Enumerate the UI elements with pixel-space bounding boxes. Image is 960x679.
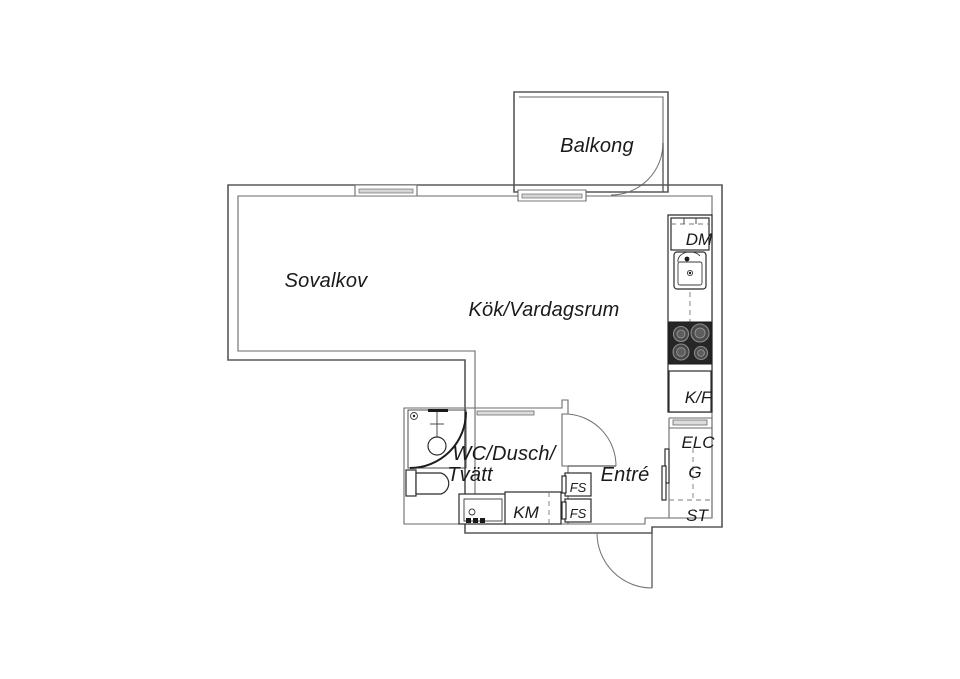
washing-machine-dial xyxy=(468,508,476,516)
kitchen-living-label: Kök/Vardagsrum xyxy=(468,299,619,321)
wash-basin xyxy=(427,409,448,456)
fs-upper-label: FS xyxy=(570,480,587,495)
fridge-freezer-unit xyxy=(668,370,712,413)
bathroom-label-line2: Tvätt xyxy=(447,464,494,486)
fridge-freezer-label: K/F xyxy=(685,388,713,407)
toilet-bowl xyxy=(415,472,450,495)
wm-foot-left xyxy=(466,518,471,523)
bathroom-group: KM xyxy=(403,399,617,525)
balcony-outer-wall xyxy=(513,91,669,193)
shower-drain xyxy=(410,412,418,420)
balcony-group xyxy=(513,91,669,196)
entre-label: Entré xyxy=(601,464,650,486)
hall-closet-header xyxy=(668,417,713,428)
toilet-cistern xyxy=(405,469,417,497)
burner-front-right-inner xyxy=(697,349,705,357)
shower-drain-dot xyxy=(412,414,416,418)
toilet xyxy=(405,469,450,497)
entry-door-arc xyxy=(596,532,653,589)
window-left-bar xyxy=(358,188,414,194)
fs-lower-label: FS xyxy=(570,506,587,521)
dishwasher-unit xyxy=(670,217,710,251)
g-label: G xyxy=(688,463,701,482)
kitchen-sink xyxy=(673,251,707,290)
fs-upper-door xyxy=(561,475,567,494)
fs-lower-door xyxy=(561,501,567,520)
building-outer-wall xyxy=(227,184,723,534)
sink-faucet xyxy=(684,256,690,262)
windows-group xyxy=(354,184,587,202)
entry-door-group xyxy=(596,532,653,589)
closet-door-panel-lower xyxy=(661,465,667,501)
burner-back-right-inner xyxy=(694,327,706,339)
window-right-bar xyxy=(521,193,583,199)
shower-curtain-arc xyxy=(409,411,467,469)
hall-closet-shelf xyxy=(672,419,708,426)
balcony-door-arc xyxy=(610,142,664,196)
bathroom-label-line1: WC/Dusch/ xyxy=(453,443,558,465)
burner-back-left-inner xyxy=(676,329,686,339)
elc-label: ELC xyxy=(681,433,715,452)
window-left-jambs xyxy=(354,185,418,196)
basin-counter xyxy=(428,409,448,412)
sink-drainer xyxy=(677,251,701,263)
st-label: ST xyxy=(686,506,709,525)
fs-closets-group: FS FS xyxy=(561,472,592,523)
bathroom-door-arc xyxy=(567,413,617,467)
km-cabinet: KM xyxy=(504,491,562,525)
washing-machine xyxy=(458,493,508,525)
km-body xyxy=(504,491,562,525)
window-right-jambs xyxy=(517,190,587,201)
room-labels-group: Balkong Sovalkov Kök/Vardagsrum WC/Dusch… xyxy=(285,135,650,486)
burner-front-left-inner xyxy=(676,347,686,357)
sink-drain-dot xyxy=(688,271,692,275)
km-label: KM xyxy=(513,503,539,522)
sovalkov-label: Sovalkov xyxy=(285,270,369,292)
wm-foot-right xyxy=(480,518,485,523)
kitchen-column-group: DM xyxy=(667,214,713,413)
dishwasher-dividers xyxy=(683,218,697,224)
bathroom-shelf xyxy=(476,410,535,416)
dishwasher-label: DM xyxy=(686,230,713,249)
sink-basin xyxy=(677,261,703,286)
window-right xyxy=(517,189,587,202)
balcony-label: Balkong xyxy=(560,135,634,157)
window-left xyxy=(354,184,418,197)
stove-hob xyxy=(668,321,712,365)
wm-foot-mid xyxy=(473,518,478,523)
sink-drain xyxy=(686,269,694,277)
hall-closet-box xyxy=(668,427,713,519)
basin-bowl xyxy=(427,436,447,456)
hall-closet-group: ELC G ST xyxy=(661,417,715,525)
